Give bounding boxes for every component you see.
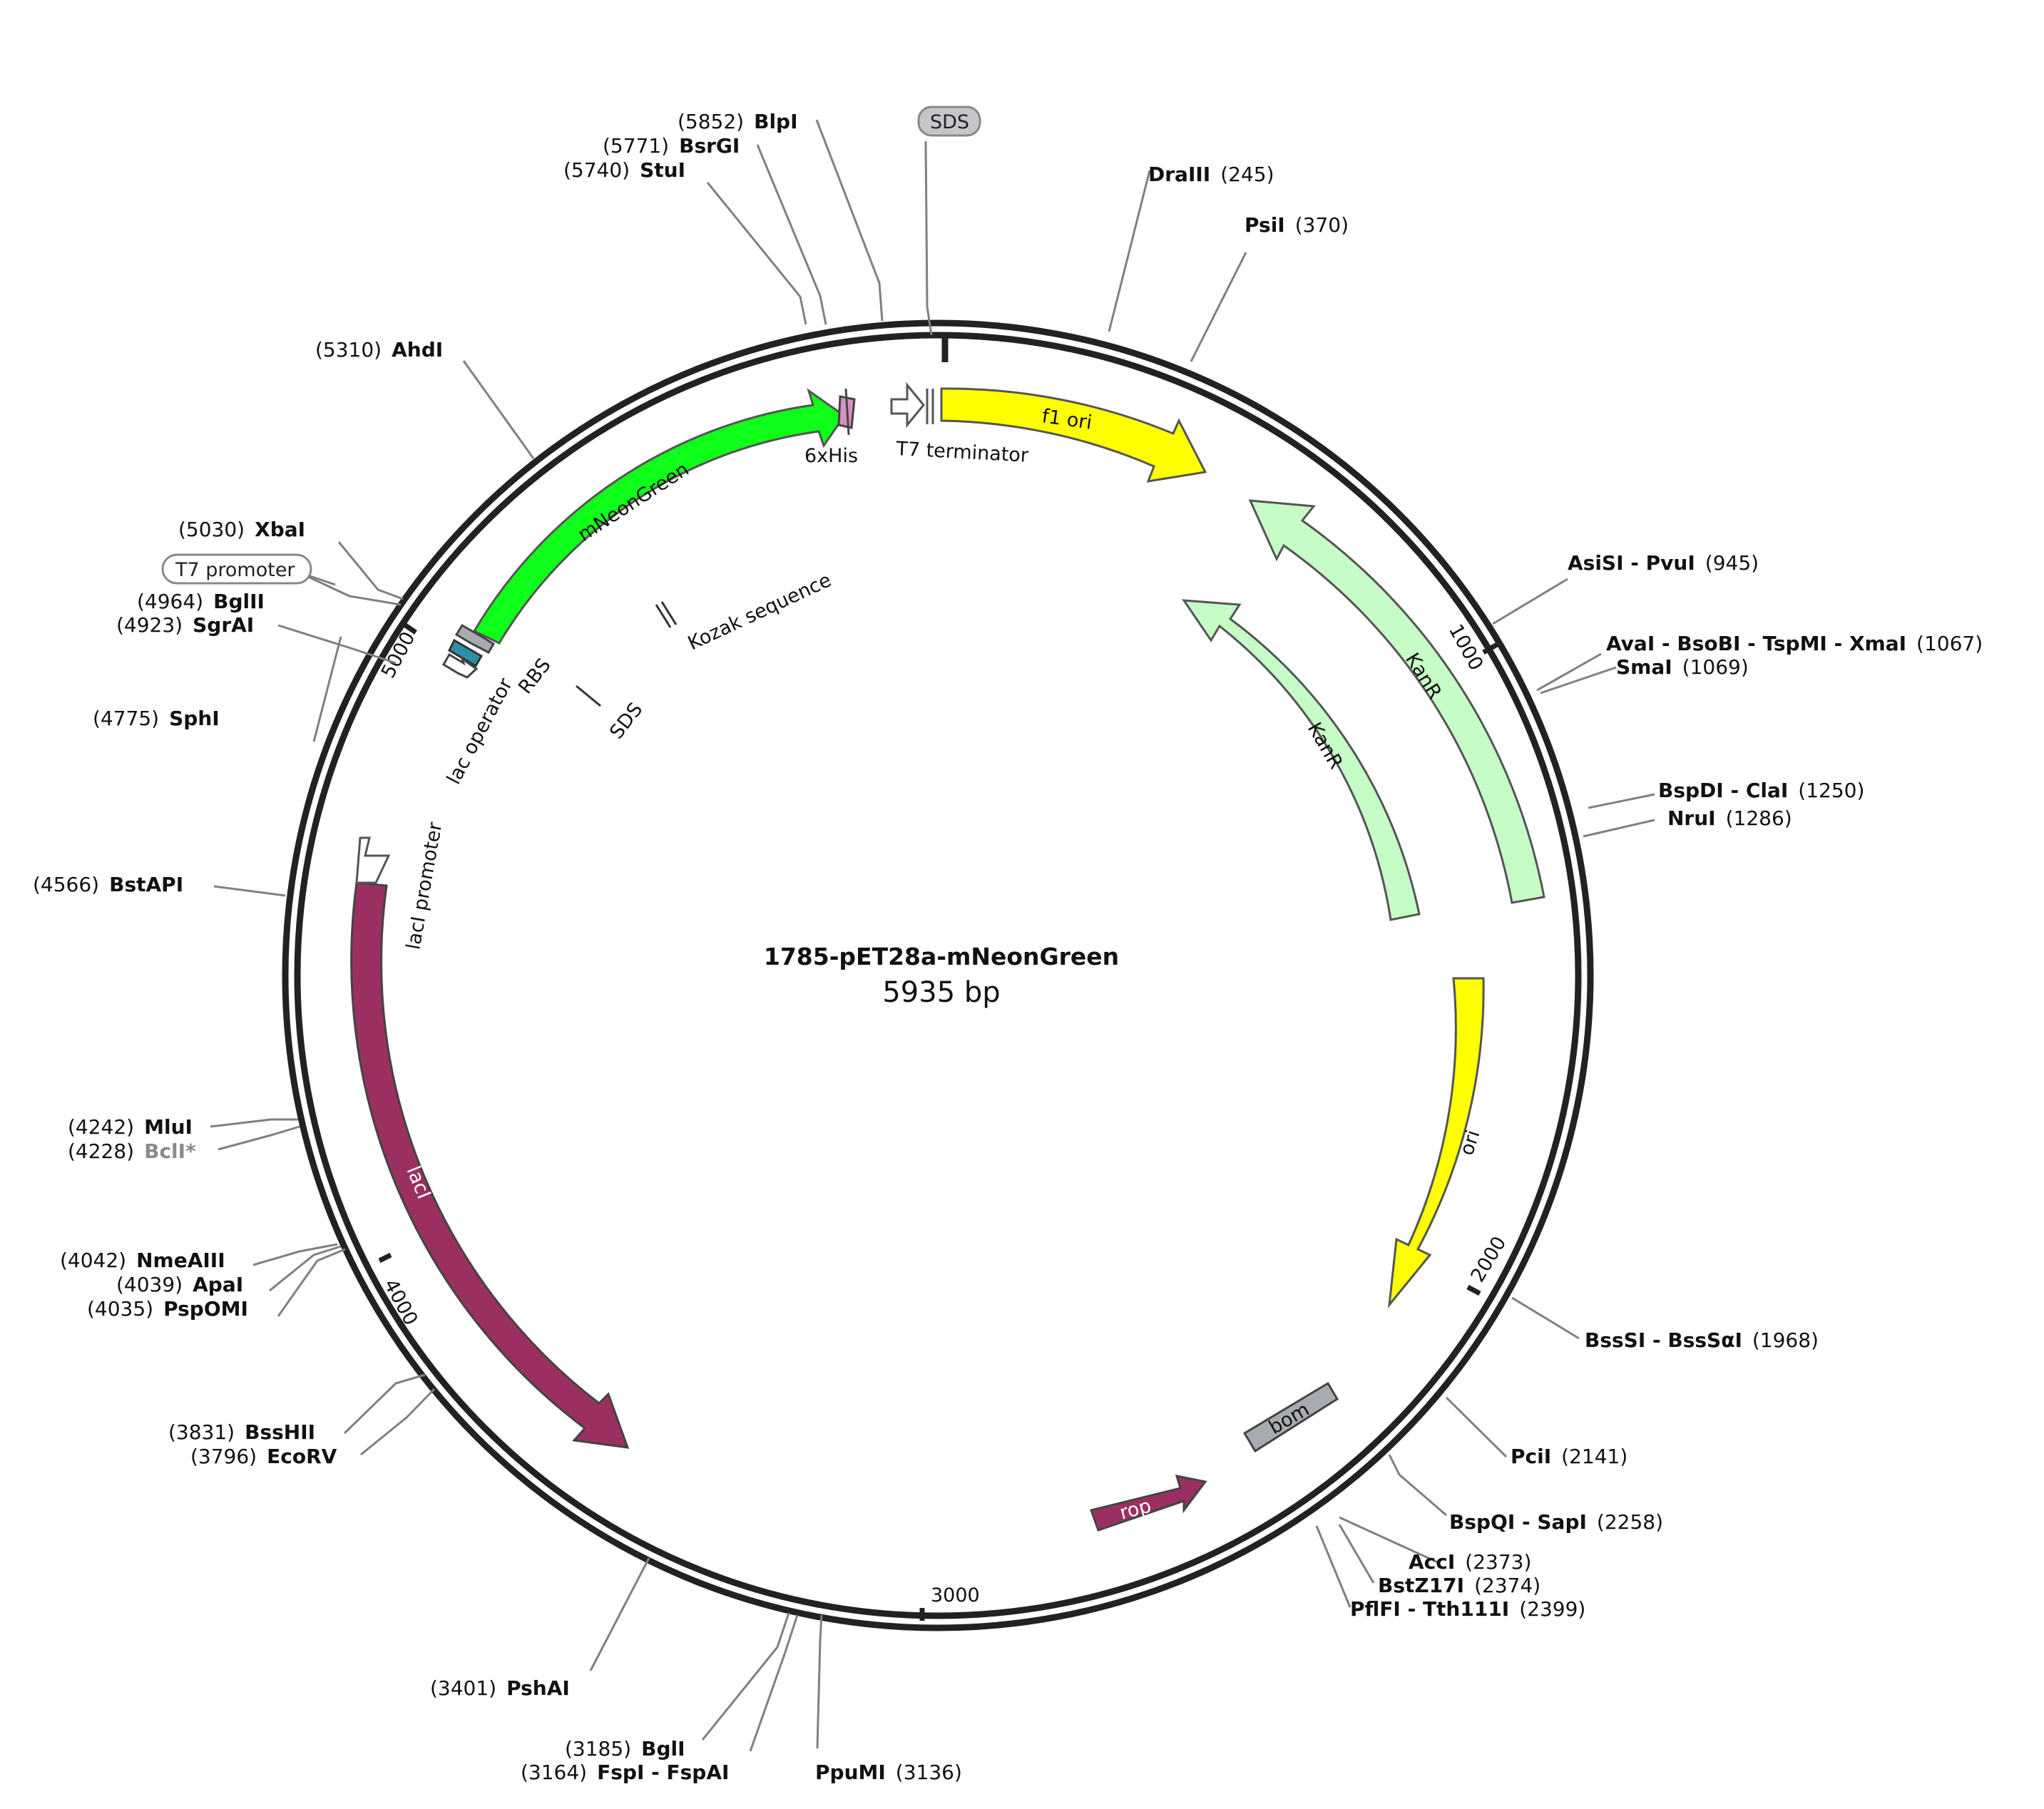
site-avai-xmai[interactable]: AvaI - BsoBI - TspMI - XmaI(1067) — [1606, 632, 1983, 655]
his-tag-bar — [844, 388, 850, 436]
sds-inner-mark — [576, 685, 601, 707]
site-bspdi-clai[interactable]: BspDI - ClaI(1250) — [1658, 779, 1864, 802]
t7-promoter-feature[interactable] — [441, 652, 479, 679]
t7-promoter-badge-text: T7 promoter — [175, 559, 295, 581]
tick-2000 — [1466, 1284, 1481, 1296]
ribosome-spacer-box — [454, 623, 496, 654]
site-leaders — [210, 119, 1655, 1752]
site-pflfi-tth111i[interactable]: PflFI - Tth111I(2399) — [1350, 1597, 1585, 1621]
t7-terminator-feature[interactable] — [890, 381, 925, 429]
site-ecorv[interactable]: (3796)EcoRV — [190, 1445, 337, 1468]
site-mlui[interactable]: (4242)MluI — [68, 1115, 193, 1139]
site-nrui[interactable]: NruI(1286) — [1667, 806, 1792, 830]
site-sphi[interactable]: (4775)SphI — [93, 707, 220, 730]
site-psii[interactable]: PsiI(370) — [1245, 213, 1349, 237]
sds-inner-label: SDS — [605, 699, 647, 743]
laci-promoter-label: lacI promoter — [402, 820, 446, 951]
tick-marks — [378, 337, 1498, 1621]
site-asisi-pvui[interactable]: AsiSI - PvuI(945) — [1568, 551, 1759, 575]
sds-badge-leader-end — [926, 306, 933, 336]
site-xbai[interactable]: (5030)XbaI — [178, 518, 305, 541]
t7-terminator-label: T7 terminator — [895, 438, 1030, 467]
site-ppumi[interactable]: PpuMI(3136) — [815, 1761, 962, 1784]
site-bcli[interactable]: (4228)BclI* — [68, 1139, 196, 1163]
tick-5000 — [403, 622, 417, 635]
site-acci[interactable]: AccI(2373) — [1409, 1550, 1531, 1574]
site-bspqi-sapi[interactable]: BspQI - SapI(2258) — [1449, 1510, 1663, 1534]
site-pcii[interactable]: PciI(2141) — [1511, 1445, 1627, 1468]
site-bsssi[interactable]: BssSI - BssSαI(1968) — [1585, 1328, 1819, 1352]
bom-feature[interactable] — [1242, 1381, 1339, 1453]
site-sgrai[interactable]: (4923)SgrAI — [116, 613, 254, 637]
kozak-mark-2 — [660, 601, 678, 625]
sds-badge-text: SDS — [930, 111, 969, 133]
site-fspi-fspai[interactable]: (3164)FspI - FspAI — [521, 1761, 729, 1784]
site-bsshii[interactable]: (3831)BssHII — [168, 1420, 315, 1444]
kanr-inner-feature[interactable] — [1182, 599, 1421, 921]
rop-feature[interactable] — [1090, 1475, 1207, 1532]
laci-promoter-feature[interactable] — [355, 836, 391, 884]
site-bstapi[interactable]: (4566)BstAPI — [33, 873, 183, 896]
site-draiii[interactable]: DraIII(245) — [1148, 163, 1274, 186]
site-stui[interactable]: (5740)StuI — [563, 158, 685, 182]
site-ahdi[interactable]: (5310)AhdI — [315, 338, 443, 362]
site-bgli[interactable]: (3185)BglI — [565, 1737, 685, 1761]
t7-promoter-badge — [161, 553, 312, 585]
site-pshai[interactable]: (3401)PshAI — [430, 1676, 570, 1700]
backbone-outer-ring — [282, 319, 1594, 1631]
backbone-inner-ring — [294, 332, 1582, 1619]
plasmid-length: 5935 bp — [882, 976, 1000, 1009]
tick-4000 — [378, 1252, 392, 1264]
kanr-outer-feature[interactable] — [1248, 499, 1545, 904]
tick-label-3000: 3000 — [931, 1584, 980, 1606]
t7-promoter-leader — [310, 575, 336, 586]
site-bglii[interactable]: (4964)BglII — [137, 590, 265, 613]
tick-label-1000: 1000 — [1444, 620, 1487, 674]
kozak-mark-1 — [655, 604, 672, 628]
ori-feature[interactable] — [1387, 977, 1485, 1308]
site-bstz17i[interactable]: BstZ17I(2374) — [1378, 1574, 1540, 1597]
rop-label: rop — [1118, 1495, 1154, 1524]
site-blpi[interactable]: (5852)BlpI — [678, 110, 798, 133]
kozak-label: Kozak sequence — [685, 569, 835, 655]
f1-ori-feature[interactable] — [940, 387, 1207, 483]
site-nmeaiii[interactable]: (4042)NmeAIII — [60, 1249, 225, 1272]
plasmid-name: 1785-pET28a-mNeonGreen — [764, 943, 1119, 970]
his-tag-label: 6xHis — [804, 445, 858, 467]
sds-badge — [917, 106, 981, 137]
tick-1000 — [1482, 642, 1498, 655]
lac-operator-feature[interactable] — [448, 638, 484, 668]
site-apai[interactable]: (4039)ApaI — [116, 1273, 243, 1296]
site-bsrgi[interactable]: (5771)BsrGI — [603, 134, 740, 158]
sds-badge-leader — [924, 140, 929, 307]
rbs-label: RBS — [514, 655, 556, 699]
laci-feature[interactable] — [350, 881, 630, 1449]
site-pspomi[interactable]: (4035)PspOMI — [87, 1297, 248, 1321]
site-smai[interactable]: SmaI(1069) — [1616, 655, 1749, 679]
lac-operator-label: lac operator — [443, 674, 518, 788]
